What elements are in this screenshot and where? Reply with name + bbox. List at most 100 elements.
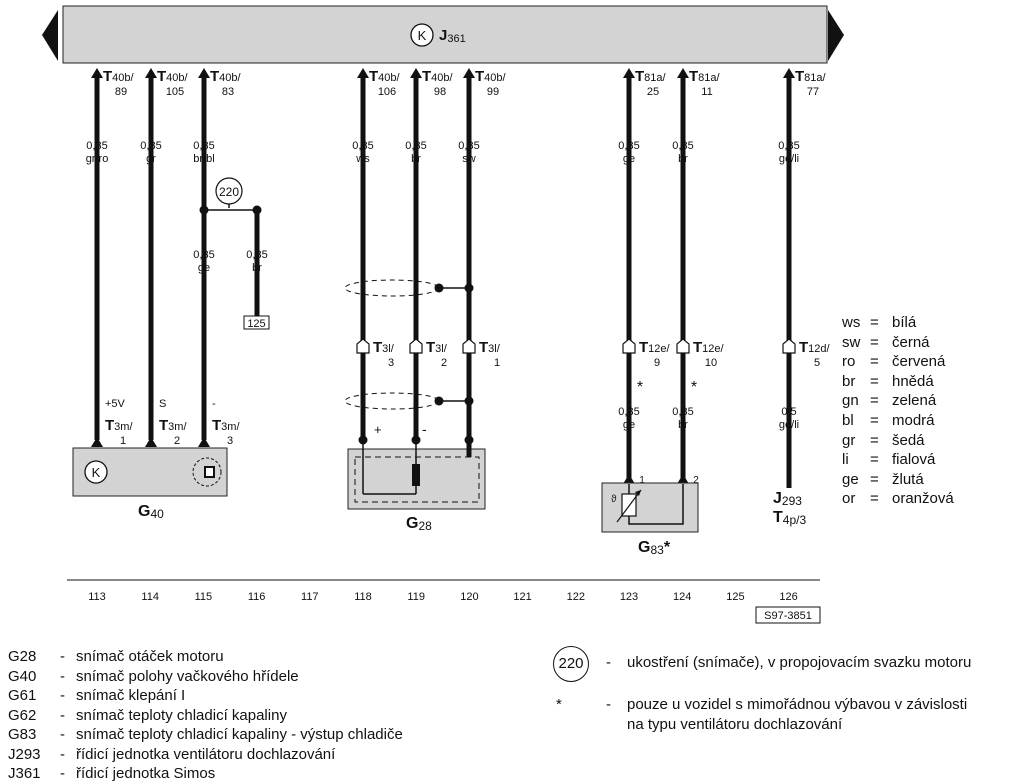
code-row-j293: J293-řídicí jednotka ventilátoru dochlaz… — [8, 746, 335, 763]
legend-eq: = — [870, 451, 879, 469]
ground-left-section: 0,35 — [193, 249, 214, 261]
component-g40 — [72, 447, 228, 497]
sensor-icon — [192, 457, 222, 487]
star-note-symbol: * — [556, 696, 562, 713]
legend-eq: = — [870, 431, 879, 449]
code-desc: snímač klepání I — [76, 687, 186, 704]
legend-row-br: br=hnědá — [842, 373, 934, 390]
legend-eq: = — [870, 392, 879, 410]
legend-name: zelená — [892, 392, 937, 410]
wire-section-w120: 0,35 — [458, 140, 479, 152]
g40-signal-3: - — [212, 398, 216, 410]
scale-number-113: 113 — [88, 591, 106, 603]
ref-code: S97-3851 — [764, 610, 812, 622]
splice-dot-right — [252, 205, 262, 215]
ground-number: 220 — [219, 185, 239, 199]
scale-number-119: 119 — [407, 591, 425, 603]
ecu-pin-w124-pin: 11 — [701, 86, 712, 98]
legend-name: fialová — [892, 451, 936, 469]
code-desc: řídicí jednotka ventilátoru dochlazování — [76, 745, 336, 763]
ecu-sub: 361 — [447, 33, 465, 45]
legend-abbr: ro — [842, 353, 856, 371]
j293-section: 0,5 — [781, 406, 796, 418]
ecu-pin-w113: T40b/ — [103, 68, 135, 85]
j293-conn-pin: 5 — [814, 357, 820, 369]
legend-abbr: gn — [842, 392, 859, 410]
wire-section-w124: 0,35 — [672, 140, 693, 152]
ecu-pin-w115-pin: 83 — [222, 86, 234, 98]
wire-lines — [94, 72, 792, 488]
wire-section-w126: 0,35 — [778, 140, 799, 152]
g40-conn-3: T3m/ — [212, 417, 240, 434]
wire-color-w126: ge/li — [779, 153, 799, 165]
wire-section-w115: 0,35 — [193, 140, 214, 152]
code-desc: snímač polohy vačkového hřídele — [76, 667, 299, 685]
code-id: G28 — [8, 648, 37, 665]
ecu-pin-w120-pin: 99 — [487, 86, 499, 98]
code-row-g62: G62-snímač teploty chladicí kapaliny — [8, 707, 287, 724]
legend-abbr: ws — [842, 314, 861, 331]
ecu-pin-w120: T40b/ — [475, 68, 507, 85]
star-note: * - pouze u vozidel s mimořádnou výbavou… — [556, 694, 967, 733]
wire-color-w113: gr/ro — [86, 153, 109, 165]
scale-number-117: 117 — [301, 591, 319, 603]
code-dash: - — [60, 745, 65, 763]
legend-name: oranžová — [892, 490, 954, 508]
g83-section-2: 0,35 — [672, 406, 693, 418]
g28-conn-1: T3l/ — [373, 339, 395, 356]
g83-label: G83* — [638, 539, 671, 557]
legend-name: modrá — [892, 412, 935, 429]
legend-name: šedá — [892, 431, 925, 449]
g40-symbol: K — [92, 465, 101, 480]
legend-row-ws: ws=bílá — [842, 314, 916, 331]
g83-color-2: br — [678, 419, 688, 431]
legend-abbr: gr — [842, 431, 856, 449]
legend-name: žlutá — [892, 470, 924, 488]
wire-color-w118: ws — [355, 153, 370, 165]
control-unit-icon — [410, 23, 434, 47]
star-note-line2: na typu ventilátoru dochlazování — [627, 716, 843, 733]
ecu-j361: K J361 — [42, 5, 844, 64]
ecu-pin-w124: T81a/ — [689, 68, 721, 85]
code-dash: - — [60, 687, 65, 704]
ground-note-symbol: 220 — [553, 646, 589, 682]
legend-eq: = — [870, 470, 879, 488]
g28-conn-1-pin: 3 — [388, 357, 394, 369]
star-note-line1: pouze u vozidel s mimořádnou výbavou v z… — [627, 696, 968, 713]
legend-name: červená — [892, 353, 946, 371]
g40-signal-1: +5V — [105, 398, 126, 410]
ground-left-color: ge — [198, 262, 210, 274]
scale-number-115: 115 — [195, 591, 213, 603]
g28-conn-2: T3l/ — [426, 339, 448, 356]
ecu-name: J — [439, 27, 447, 44]
code-id: G62 — [8, 706, 37, 724]
ecu-pin-w114-pin: 105 — [166, 86, 184, 98]
g83-conn-2: T12e/ — [693, 339, 725, 356]
g83-optional-mark-2: * — [691, 379, 697, 396]
legend-row-or: or=oranžová — [842, 490, 954, 507]
temperature-icon: ϑ — [611, 494, 617, 505]
wire-color-w119: br — [411, 153, 421, 165]
g40-conn-2: T3m/ — [159, 417, 187, 434]
legend-name: hnědá — [892, 372, 934, 390]
g28-minus: - — [422, 421, 427, 437]
wire-color-w120: sw — [462, 153, 476, 165]
legend-row-ge: ge=žlutá — [842, 471, 924, 488]
svg-text:J361: J361 — [439, 27, 466, 45]
ecu-pin-w123-pin: 25 — [647, 86, 659, 98]
j293-conn: T12d/ — [799, 339, 831, 356]
code-dash: - — [60, 706, 65, 724]
wire-color-w114: gr — [146, 153, 156, 165]
control-unit-icon — [84, 460, 108, 484]
legend-row-sw: sw=černá — [842, 334, 930, 351]
j293-color: ge/li — [779, 419, 799, 431]
scale-number-114: 114 — [141, 591, 159, 603]
legend-row-gn: gn = zelená — [842, 392, 936, 409]
scale-number-122: 122 — [567, 591, 585, 603]
scale-number-118: 118 — [354, 591, 372, 603]
legend-name: bílá — [892, 314, 917, 331]
code-dash: - — [60, 765, 65, 782]
code-row-g61: G61-snímač klepání I — [8, 687, 185, 704]
g40-conn-1: T3m/ — [105, 417, 133, 434]
legend-name: černá — [892, 333, 930, 351]
